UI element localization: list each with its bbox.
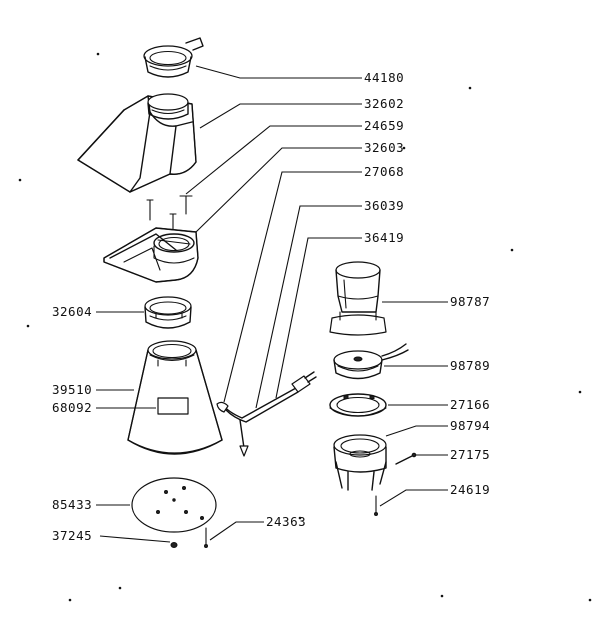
label-36419: 36419 <box>364 230 404 245</box>
label-68092: 68092 <box>52 400 92 415</box>
part-motor-98789 <box>333 343 409 380</box>
part-screw-24619 <box>374 495 378 516</box>
label-39510: 39510 <box>52 382 92 397</box>
part-tray-32603 <box>103 227 199 283</box>
label-98789: 98789 <box>450 358 490 373</box>
part-stand-98794 <box>333 434 387 491</box>
part-hopper-32602 <box>77 93 197 193</box>
part-pin-27175 <box>395 452 417 465</box>
label-24619: 24619 <box>450 482 490 497</box>
part-ring-32604 <box>144 296 192 329</box>
label-32602: 32602 <box>364 96 404 111</box>
part-label-68092 <box>157 397 189 415</box>
label-98794: 98794 <box>450 418 490 433</box>
label-27175: 27175 <box>450 447 490 462</box>
label-36039: 36039 <box>364 198 404 213</box>
part-power-cord <box>216 371 317 457</box>
label-32603: 32603 <box>364 140 404 155</box>
part-foot-37245 <box>170 542 178 548</box>
label-24659: 24659 <box>364 118 404 133</box>
part-ring-27166 <box>329 393 387 417</box>
part-number-labels: 44180 32602 24659 32603 27068 36039 3641… <box>52 70 490 543</box>
label-85433: 85433 <box>52 497 92 512</box>
label-98787: 98787 <box>450 294 490 309</box>
part-screws-24659 <box>146 195 193 231</box>
label-27166: 27166 <box>450 397 490 412</box>
part-base-plate-85433 <box>131 477 217 533</box>
part-ring-44180 <box>143 37 204 78</box>
label-27068: 27068 <box>364 164 404 179</box>
label-44180: 44180 <box>364 70 404 85</box>
part-jar-98787 <box>329 261 387 336</box>
scan-specks <box>18 52 592 602</box>
label-24363: 24363 <box>266 514 306 529</box>
label-32604: 32604 <box>52 304 92 319</box>
label-37245: 37245 <box>52 528 92 543</box>
leader-lines <box>96 65 448 543</box>
part-screw-24363 <box>204 527 208 548</box>
